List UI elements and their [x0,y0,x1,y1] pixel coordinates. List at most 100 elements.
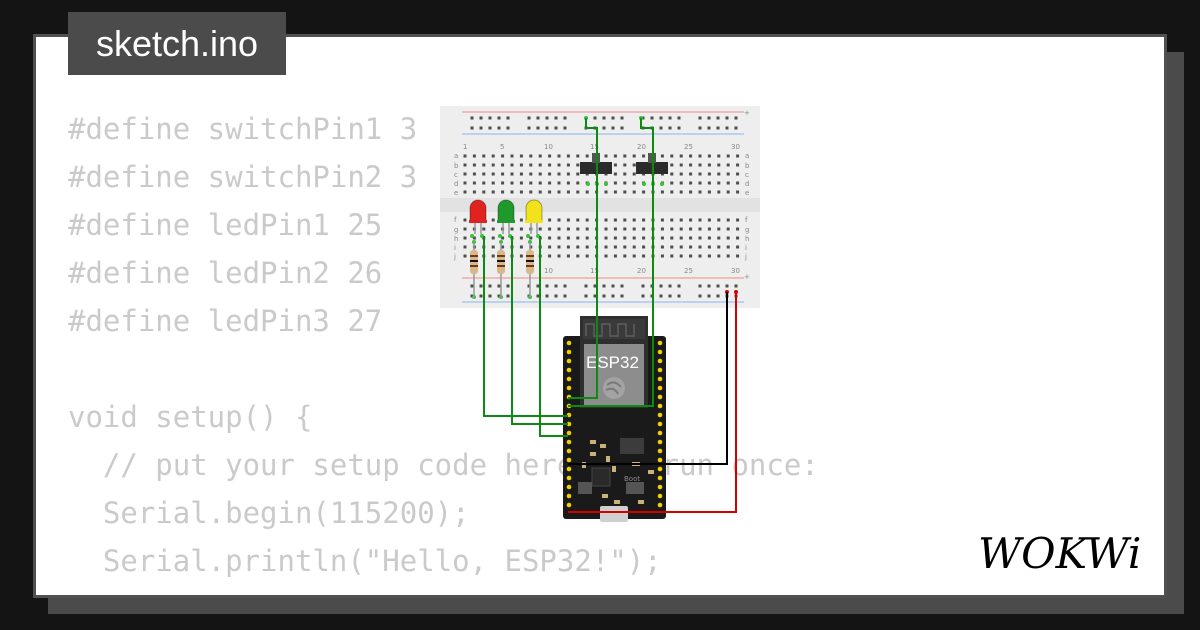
breadboard-hole [506,116,510,120]
breadboard-hole [689,154,693,158]
breadboard-hole [548,236,552,240]
row-letter: i [454,244,456,252]
breadboard-hole [602,294,606,298]
breadboard-hole [545,116,549,120]
breadboard-hole [557,245,561,249]
breadboard-hole [613,172,617,176]
board-pin-headers [566,340,663,508]
breadboard-hole [554,294,558,298]
breadboard-hole [632,172,636,176]
smd-component [590,440,596,444]
breadboard-hole [611,116,615,120]
breadboard-hole [623,172,627,176]
breadboard-hole [613,227,617,231]
wire-led3-gpio [539,236,568,437]
breadboard-hole [707,190,711,194]
breadboard-hole [593,294,597,298]
breadboard-hole [519,181,523,185]
breadboard-hole [536,116,540,120]
row-letter: h [454,235,458,243]
breadboard-hole [536,126,540,130]
breadboard-hole [677,284,681,288]
breadboard-hole [482,154,486,158]
row-letter: d [745,180,749,188]
column-number: 10 [544,143,553,151]
breadboard-hole [613,181,617,185]
board-pin [657,367,663,373]
breadboard-hole [734,116,738,120]
enable-button[interactable] [578,482,592,494]
breadboard-hole [736,218,740,222]
breadboard-hole [463,172,467,176]
breadboard-hole [566,154,570,158]
breadboard-hole [716,294,720,298]
breadboard-hole [632,227,636,231]
breadboard-hole [623,218,627,222]
smd-component [590,452,596,456]
led-red [469,199,487,223]
breadboard-hole [519,218,523,222]
switch-pin [642,182,646,186]
breadboard-hole [698,294,702,298]
breadboard-hole [510,227,514,231]
esp32-board: ESP32 Boot [563,316,666,522]
breadboard-hole [538,154,542,158]
board-pin [657,493,663,499]
breadboard-hole [479,294,483,298]
boot-button[interactable] [626,482,644,494]
board-pin [566,475,572,481]
breadboard-hole [698,154,702,158]
breadboard-hole [472,190,476,194]
breadboard-hole [689,181,693,185]
breadboard-hole [557,254,561,258]
breadboard-hole [463,218,467,222]
row-letter: e [745,189,749,197]
breadboard-hole [707,172,711,176]
breadboard-hole [604,236,608,240]
breadboard-hole [566,218,570,222]
column-number: 5 [500,143,504,151]
file-tab[interactable]: sketch.ino [68,12,286,75]
breadboard-hole [566,172,570,176]
breadboard-hole [620,284,624,288]
breadboard-hole [548,245,552,249]
breadboard: + + 1 5 10 15 20 25 30 5 10 15 20 25 30 … [440,106,760,308]
breadboard-hole [725,116,729,120]
breadboard-hole [736,190,740,194]
breadboard-hole [707,218,711,222]
breadboard-hole [650,116,654,120]
breadboard-hole [613,163,617,167]
led-rim [497,220,515,223]
breadboard-hole [585,154,589,158]
breadboard-hole [519,154,523,158]
breadboard-hole [670,172,674,176]
wires [483,118,737,513]
breadboard-hole [488,294,492,298]
voltage-regulator [620,438,644,454]
breadboard-hole [660,218,664,222]
breadboard-hole [557,190,561,194]
breadboard-hole [576,154,580,158]
row-letter: f [454,216,457,224]
breadboard-hole [527,284,531,288]
board-pin [657,430,663,436]
resistor-1 [470,242,478,298]
breadboard-center-channel [440,198,760,212]
board-pin [657,421,663,427]
breadboard-hole [707,181,711,185]
boot-label: Boot [624,475,640,483]
breadboard-hole [563,116,567,120]
breadboard-hole [660,154,664,158]
board-pin [657,349,663,355]
breadboard-hole [563,126,567,130]
breadboard-hole [548,154,552,158]
breadboard-hole [698,284,702,288]
breadboard-hole [548,181,552,185]
breadboard-hole [602,284,606,288]
breadboard-hole [604,154,608,158]
row-letter: a [745,152,749,160]
breadboard-hole [557,218,561,222]
resistor-band [497,255,505,257]
breadboard-hole [557,172,561,176]
